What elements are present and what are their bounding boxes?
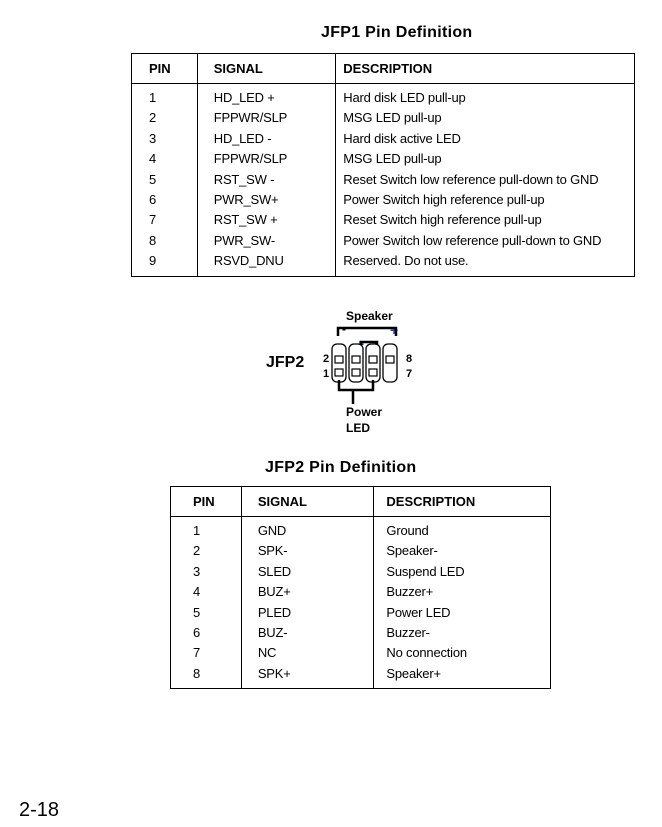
pin-cell: 4	[131, 149, 198, 170]
signal-cell: RST_SW +	[197, 210, 337, 231]
speaker-plus-sign: +	[390, 322, 399, 338]
pin-cell: 9	[131, 251, 198, 277]
power-led-label-line2: LED	[346, 421, 370, 435]
signal-cell: BUZ+	[241, 582, 375, 603]
pin-cell: 2	[170, 541, 242, 562]
description-cell: MSG LED pull-up	[343, 110, 442, 126]
power-led-label-line1: Power	[346, 405, 383, 419]
pin-cell: 6	[170, 623, 242, 644]
description-cell: Hard disk LED pull-up	[343, 90, 466, 105]
pin-cell: 2	[131, 108, 198, 129]
description-cell: Reset Switch high reference pull-up	[343, 212, 542, 228]
pin-8-label: 8	[406, 353, 413, 365]
signal-cell: PLED	[241, 602, 375, 624]
pin-cell: 1	[170, 516, 242, 542]
pin-cell: 5	[170, 602, 242, 624]
signal-cell: HD_LED -	[197, 128, 337, 150]
table-header-row: PIN SIGNAL DESCRIPTION	[170, 486, 551, 517]
description-cell: MSG LED pull-up	[343, 151, 442, 167]
jfp2-header-graphic	[331, 326, 398, 404]
signal-cell: FPPWR/SLP	[197, 108, 337, 129]
signal-cell: RST_SW -	[197, 169, 337, 191]
pin-cell: 6	[131, 190, 198, 211]
description-cell: Speaker+	[386, 665, 441, 681]
jfp2-title: JFP2 Pin Definition	[265, 459, 417, 476]
signal-cell: NC	[241, 643, 375, 664]
signal-cell: RSVD_DNU	[197, 251, 337, 277]
pin-cell: 3	[131, 128, 198, 150]
signal-cell: SLED	[241, 561, 375, 583]
power-led-bottom-bracket	[337, 380, 375, 392]
jfp1-title: JFP1 Pin Definition	[321, 24, 473, 41]
page-number: 2-18	[19, 799, 60, 821]
description-cell: Power LED	[386, 604, 451, 620]
signal-cell: SPK-	[241, 541, 375, 562]
pin-cell: 7	[131, 210, 198, 231]
description-cell: Suspend LED	[386, 563, 465, 579]
signal-cell: PWR_SW+	[197, 190, 337, 211]
description-cell: Buzzer+	[386, 584, 434, 600]
table-header-row: PIN SIGNAL DESCRIPTION	[131, 53, 635, 84]
description-cell: No connection	[386, 645, 467, 661]
pin-cell: 4	[170, 582, 242, 603]
description-cell: Buzzer-	[386, 625, 430, 641]
description-cell: Reserved. Do not use.	[343, 253, 469, 269]
header-signal: SIGNAL	[241, 486, 375, 517]
signal-cell: BUZ-	[241, 623, 375, 644]
signal-cell: SPK+	[241, 663, 375, 689]
header-signal: SIGNAL	[197, 53, 337, 84]
description-cell: Reset Switch low reference pull-down to …	[343, 171, 599, 187]
pin-cell: 8	[170, 663, 242, 689]
description-cell: Speaker-	[386, 543, 438, 559]
pin-cell: 7	[170, 643, 242, 664]
connector-label: JFP2	[266, 354, 305, 371]
speaker-bracket	[336, 326, 398, 336]
signal-cell: FPPWR/SLP	[197, 149, 337, 170]
pin-cell: 5	[131, 169, 198, 191]
header-description: DESCRIPTION	[373, 486, 551, 517]
signal-cell: GND	[241, 516, 375, 542]
description-cell: Power Switch low reference pull-down to …	[343, 232, 602, 248]
description-cell: Hard disk active LED	[343, 130, 461, 146]
description-cell: Ground	[386, 523, 429, 538]
header-pin: PIN	[170, 486, 242, 517]
pin-cell: 8	[131, 230, 198, 252]
pin-7-label: 7	[406, 368, 413, 380]
speaker-label: Speaker	[346, 309, 393, 323]
signal-cell: PWR_SW-	[197, 230, 337, 252]
description-cell: Power Switch high reference pull-up	[343, 192, 545, 208]
pin-cell: 3	[170, 561, 242, 583]
pin-1-label: 1	[323, 368, 330, 380]
header-description: DESCRIPTION	[335, 53, 635, 84]
pin-cell: 1	[131, 83, 198, 109]
pin-2-label: 2	[323, 353, 330, 365]
signal-cell: HD_LED +	[197, 83, 337, 109]
header-pin: PIN	[131, 53, 198, 84]
